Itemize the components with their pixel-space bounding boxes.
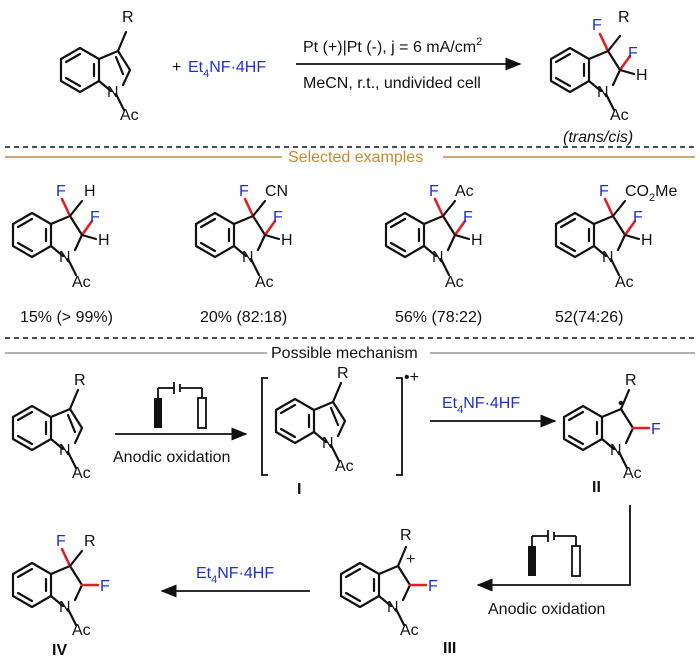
bracket-right bbox=[396, 377, 403, 476]
radical-cation-indole bbox=[274, 381, 347, 463]
product-iv bbox=[11, 547, 100, 627]
example-2-n: N bbox=[242, 249, 254, 266]
conditions-top: Pt (+)|Pt (-), j = 6 mA/cm2 bbox=[303, 36, 482, 56]
mech-iv-n: N bbox=[59, 599, 71, 616]
substrate-n-label: N bbox=[107, 84, 119, 101]
substrate-ac-label: Ac bbox=[120, 107, 139, 124]
product-n-label: N bbox=[597, 84, 609, 101]
electrode-icon-2 bbox=[528, 530, 581, 577]
mech-start-n: N bbox=[59, 442, 71, 459]
plus-sign: + bbox=[172, 59, 181, 76]
example-3-f1: F bbox=[429, 183, 439, 200]
mech-iv-ac: Ac bbox=[72, 622, 91, 639]
intermediate-ii bbox=[562, 388, 651, 470]
example-2-yield: 20% (82:18) bbox=[200, 309, 287, 326]
mech-iv-f2: F bbox=[100, 578, 110, 595]
example-2-sub: CN bbox=[265, 183, 288, 200]
mech-ii-label: II bbox=[592, 479, 601, 496]
example-4-sub: CO2Me bbox=[625, 183, 677, 204]
mech-ii-ac: Ac bbox=[623, 465, 642, 482]
example-1-ac: Ac bbox=[72, 274, 91, 291]
example-1-sub: H bbox=[84, 183, 96, 200]
product-f1-label: F bbox=[592, 17, 602, 34]
example-3-ac: Ac bbox=[445, 274, 464, 291]
example-2-f1: F bbox=[239, 183, 249, 200]
mech-iv-r: R bbox=[84, 533, 96, 550]
mech-iii-plus: + bbox=[406, 551, 415, 568]
mech-ii-f: F bbox=[651, 421, 661, 438]
reagent-label: Et4NF·4HF bbox=[188, 59, 266, 80]
mech-arrow-3 bbox=[476, 505, 631, 592]
mech-iii-f: F bbox=[428, 578, 438, 595]
substrate-indole bbox=[59, 30, 132, 112]
example-3-f2: F bbox=[463, 209, 473, 226]
example-4-yield: 52(74:26) bbox=[555, 309, 624, 326]
intermediate-iii bbox=[339, 545, 428, 627]
product-ac-label: Ac bbox=[610, 107, 629, 124]
example-3-n: N bbox=[432, 249, 444, 266]
example-4-f2: F bbox=[633, 209, 643, 226]
example-3-sub: Ac bbox=[455, 183, 474, 200]
example-2-f2: F bbox=[273, 209, 283, 226]
mech-start-r: R bbox=[74, 372, 86, 389]
example-1-structure bbox=[11, 197, 98, 277]
mechanism-title: Possible mechanism bbox=[271, 345, 418, 362]
example-3-h: H bbox=[471, 232, 483, 249]
selected-examples-title: Selected examples bbox=[288, 149, 423, 166]
example-4-structure bbox=[554, 197, 641, 277]
substrate-r-label: R bbox=[122, 9, 134, 26]
product-r-label: R bbox=[618, 9, 630, 26]
example-3-yield: 56% (78:22) bbox=[395, 309, 482, 326]
product-f2-label: F bbox=[628, 45, 638, 62]
product-h-label: H bbox=[636, 67, 648, 84]
mech-step3-label: Anodic oxidation bbox=[488, 601, 605, 618]
example-1-h: H bbox=[98, 232, 110, 249]
mech-ii-radical: • bbox=[618, 395, 624, 412]
example-2-h: H bbox=[281, 232, 293, 249]
mech-iii-ac: Ac bbox=[400, 622, 419, 639]
mech-iii-r: R bbox=[400, 527, 412, 544]
mech-step4-reagent: Et4NF·4HF bbox=[196, 565, 274, 586]
electrode-icon bbox=[154, 382, 207, 429]
mech-i-r: R bbox=[337, 365, 349, 382]
mech-iv-label: IV bbox=[52, 642, 67, 659]
example-2-ac: Ac bbox=[255, 274, 274, 291]
conditions-bottom: MeCN, r.t., undivided cell bbox=[303, 75, 481, 92]
example-3-structure bbox=[384, 197, 471, 277]
example-4-n: N bbox=[602, 249, 614, 266]
product-ratio-label: (trans/cis) bbox=[563, 129, 633, 146]
mech-i-label: I bbox=[297, 481, 301, 498]
mech-iii-n: N bbox=[387, 599, 399, 616]
mech-step1-label: Anodic oxidation bbox=[113, 449, 230, 466]
mech-i-ac: Ac bbox=[335, 458, 354, 475]
example-4-ac: Ac bbox=[615, 274, 634, 291]
example-1-f1: F bbox=[56, 183, 66, 200]
example-4-f1: F bbox=[599, 183, 609, 200]
example-1-yield: 15% (> 99%) bbox=[20, 309, 113, 326]
mechanism-start-indole bbox=[11, 388, 84, 470]
mech-i-charge: •+ bbox=[404, 369, 419, 386]
bracket-left bbox=[261, 377, 268, 476]
example-2-structure bbox=[194, 197, 281, 277]
example-1-f2: F bbox=[90, 209, 100, 226]
mech-iii-label: III bbox=[443, 640, 456, 657]
mech-start-ac: Ac bbox=[72, 465, 91, 482]
example-4-h: H bbox=[641, 232, 653, 249]
mech-iv-f1: F bbox=[56, 533, 66, 550]
mech-i-n: N bbox=[322, 435, 334, 452]
example-1-n: N bbox=[59, 249, 71, 266]
mech-step2-reagent: Et4NF·4HF bbox=[442, 395, 520, 416]
mech-ii-n: N bbox=[610, 442, 622, 459]
product-indoline bbox=[549, 32, 636, 112]
mech-ii-r: R bbox=[625, 372, 637, 389]
